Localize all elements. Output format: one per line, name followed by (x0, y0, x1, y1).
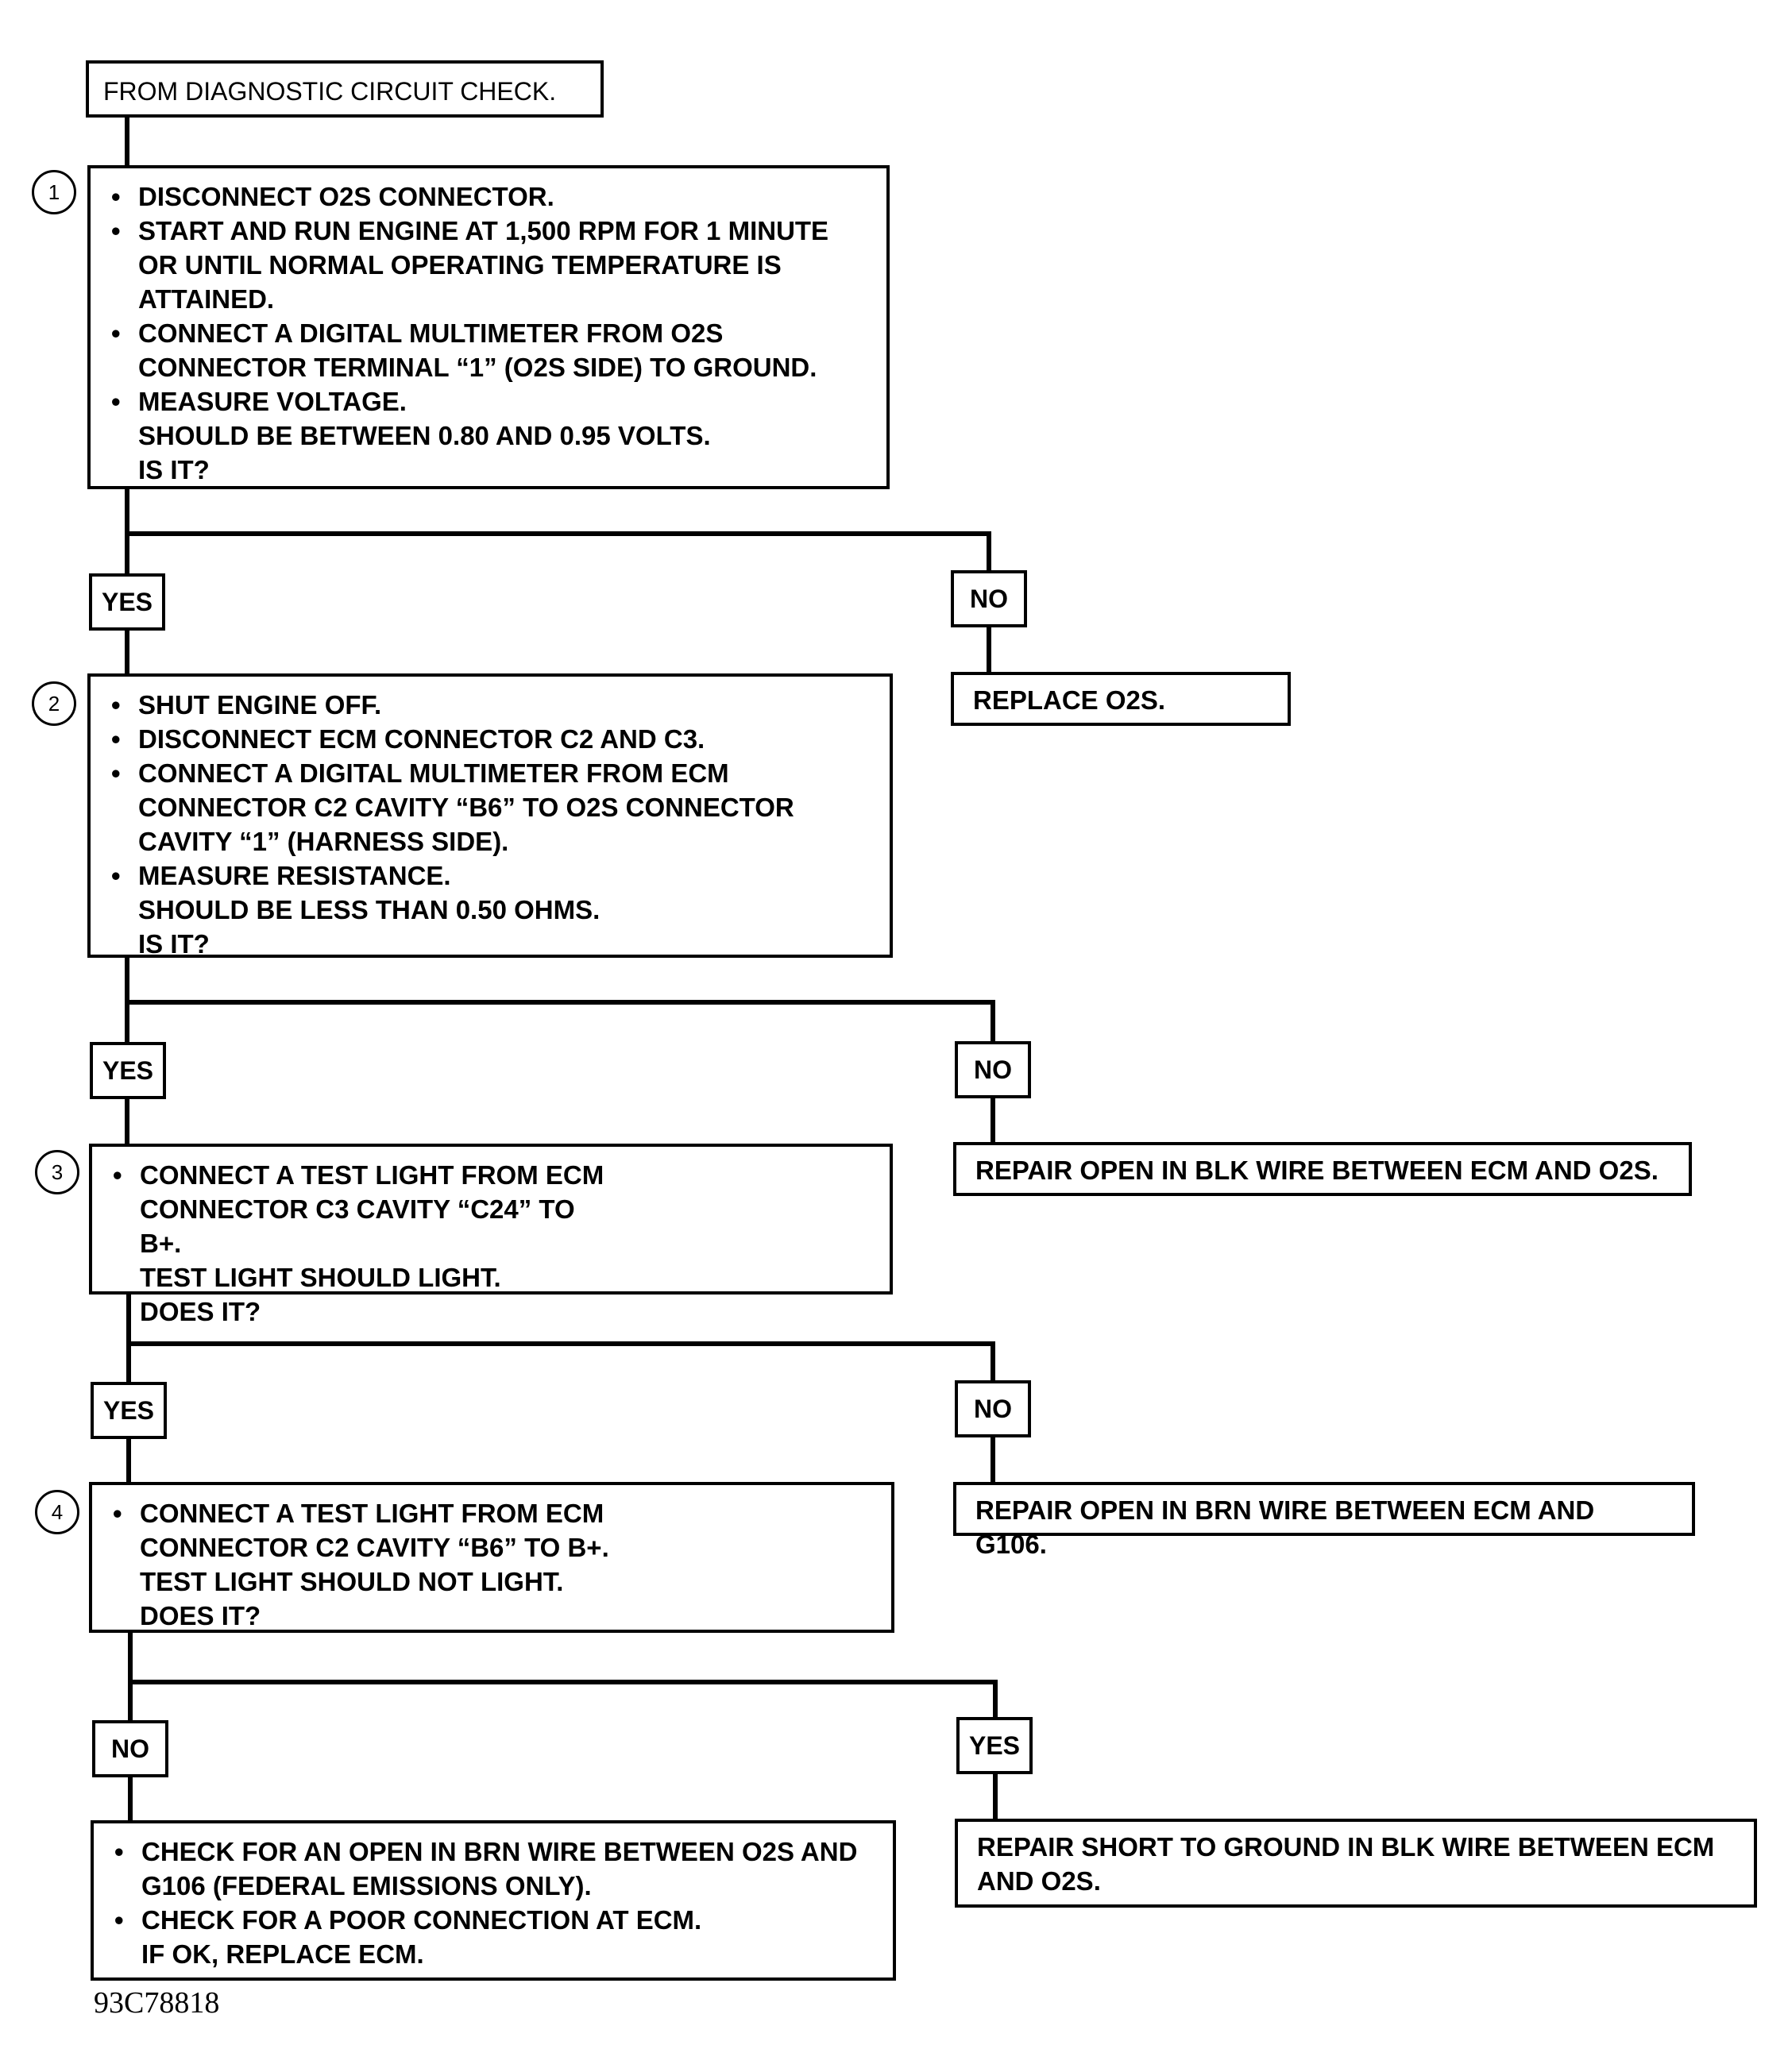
step-2-left-label: YES (90, 1042, 166, 1099)
final-bullets: CHECK FOR AN OPEN IN BRN WIRE BETWEEN O2… (106, 1835, 877, 1937)
step-2-right-label: NO (955, 1041, 1031, 1098)
step-2-criterion: SHOULD BE LESS THAN 0.50 OHMS. (138, 895, 601, 924)
step-1-bullet: CONNECT A DIGITAL MULTIMETER FROM O2S CO… (103, 316, 871, 384)
step-4-question: DOES IT? (140, 1601, 261, 1630)
step-1-right-label: NO (951, 570, 1027, 627)
step-4-number: 4 (35, 1490, 79, 1534)
step-1-bullet: DISCONNECT O2S CONNECTOR. (103, 179, 871, 214)
figure-id: 93C78818 (94, 1986, 220, 2020)
step-4-left-label: NO (92, 1720, 168, 1777)
start-box: FROM DIAGNOSTIC CIRCUIT CHECK. (86, 60, 604, 118)
step-3-result-box: REPAIR OPEN IN BRN WIRE BETWEEN ECM AND … (953, 1482, 1695, 1559)
start-text: FROM DIAGNOSTIC CIRCUIT CHECK. (103, 77, 557, 106)
step-3-number: 3 (35, 1150, 79, 1194)
step-2-question: IS IT? (138, 929, 210, 959)
step-2-result-box: REPAIR OPEN IN BLK WIRE BETWEEN ECM AND … (953, 1142, 1692, 1196)
step-1-box: DISCONNECT O2S CONNECTOR. START AND RUN … (87, 165, 890, 489)
final-bullet: CHECK FOR A POOR CONNECTION AT ECM. (106, 1903, 877, 1937)
step-1-result: REPLACE O2S. (973, 685, 1166, 715)
step-2-bullet: CONNECT A DIGITAL MULTIMETER FROM ECM CO… (103, 756, 874, 859)
step-2-bullet: DISCONNECT ECM CONNECTOR C2 AND C3. (103, 722, 874, 756)
step-3-criterion: TEST LIGHT SHOULD LIGHT. (140, 1263, 501, 1292)
step-1-number: 1 (32, 170, 76, 214)
step-3-box: CONNECT A TEST LIGHT FROM ECM CONNECTOR … (89, 1144, 893, 1326)
step-4-criterion: TEST LIGHT SHOULD NOT LIGHT. (140, 1567, 564, 1596)
step-3-question: DOES IT? (140, 1297, 261, 1326)
step-2-bullet: SHUT ENGINE OFF. (103, 688, 874, 722)
step-1-bullet: MEASURE VOLTAGE. (103, 384, 871, 419)
step-4-box: CONNECT A TEST LIGHT FROM ECM CONNECTOR … (89, 1482, 894, 1633)
step-4-right-label: YES (956, 1717, 1033, 1774)
step-2-result: REPAIR OPEN IN BLK WIRE BETWEEN ECM AND … (975, 1156, 1659, 1185)
step-4-bullets: CONNECT A TEST LIGHT FROM ECM CONNECTOR … (105, 1496, 875, 1565)
step-3-bullet: CONNECT A TEST LIGHT FROM ECM CONNECTOR … (105, 1158, 874, 1260)
step-1-result-box: REPLACE O2S. (951, 672, 1291, 726)
step-3-result: REPAIR OPEN IN BRN WIRE BETWEEN ECM AND … (975, 1495, 1595, 1559)
step-3-right-label: NO (955, 1380, 1031, 1437)
step-1-criterion: SHOULD BE BETWEEN 0.80 AND 0.95 VOLTS. (138, 421, 711, 450)
step-1-bullet: START AND RUN ENGINE AT 1,500 RPM FOR 1 … (103, 214, 871, 316)
step-2-box: SHUT ENGINE OFF. DISCONNECT ECM CONNECTO… (87, 673, 893, 959)
step-2-number: 2 (32, 681, 76, 726)
step-1-left-label: YES (89, 573, 165, 631)
step-3-left-label: YES (91, 1382, 167, 1439)
step-1-question: IS IT? (138, 455, 210, 484)
step-4-result: REPAIR SHORT TO GROUND IN BLK WIRE BETWE… (977, 1832, 1715, 1896)
step-1-bullets: DISCONNECT O2S CONNECTOR. START AND RUN … (103, 179, 871, 419)
step-3-bullets: CONNECT A TEST LIGHT FROM ECM CONNECTOR … (105, 1158, 874, 1260)
step-4-bullet: CONNECT A TEST LIGHT FROM ECM CONNECTOR … (105, 1496, 875, 1565)
final-instruction: IF OK, REPLACE ECM. (141, 1939, 424, 1969)
final-box: CHECK FOR AN OPEN IN BRN WIRE BETWEEN O2… (91, 1820, 896, 1981)
step-4-result-box: REPAIR SHORT TO GROUND IN BLK WIRE BETWE… (955, 1819, 1757, 1908)
step-2-bullets: SHUT ENGINE OFF. DISCONNECT ECM CONNECTO… (103, 688, 874, 893)
step-2-bullet: MEASURE RESISTANCE. (103, 859, 874, 893)
final-bullet: CHECK FOR AN OPEN IN BRN WIRE BETWEEN O2… (106, 1835, 877, 1903)
